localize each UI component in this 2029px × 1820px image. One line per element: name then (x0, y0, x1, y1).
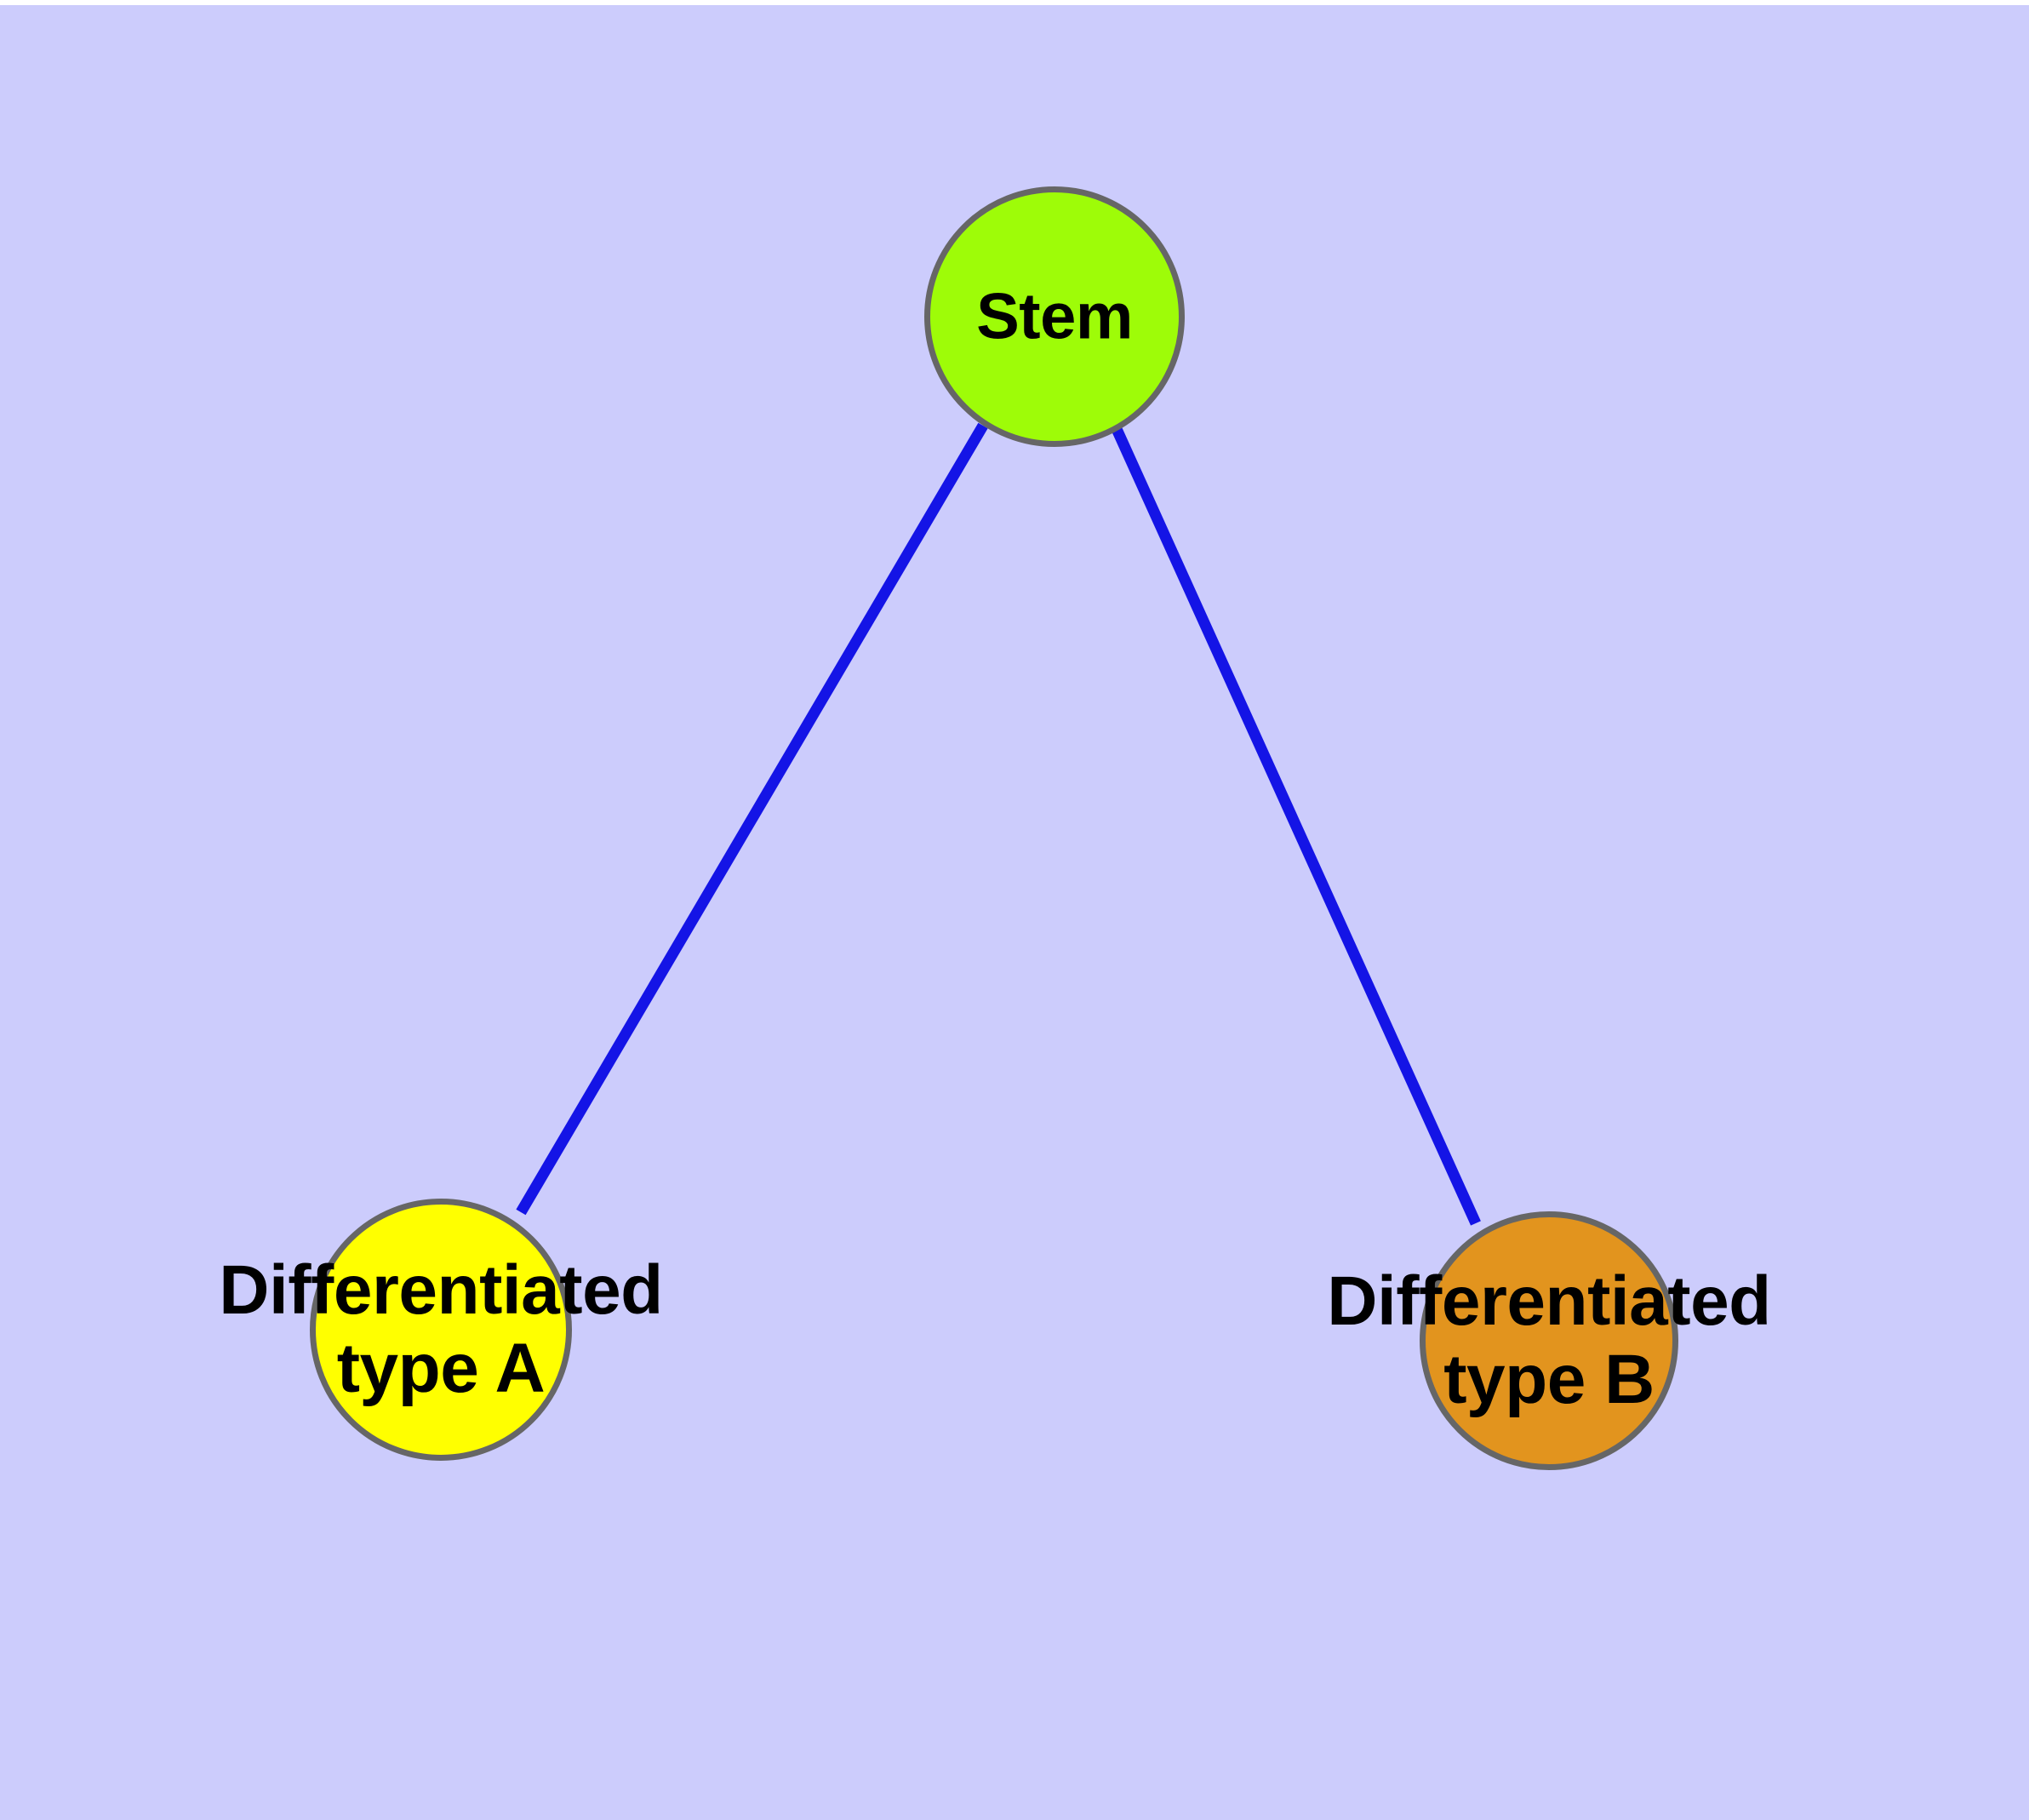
node-differentiated-type-b[interactable]: Differentiated type B (1327, 1211, 1771, 1470)
graph-plot-area: Stem Differentiated type A Differentiate… (0, 5, 2029, 1820)
node-differentiated-type-a[interactable]: Differentiated type A (219, 1199, 663, 1461)
edge-stem-diff-a (516, 422, 988, 1216)
node-stem[interactable]: Stem (924, 186, 1185, 447)
edge-layer (516, 422, 1481, 1226)
node-stem-label: Stem (976, 280, 1133, 353)
edge-stem-diff-b (1112, 426, 1481, 1226)
